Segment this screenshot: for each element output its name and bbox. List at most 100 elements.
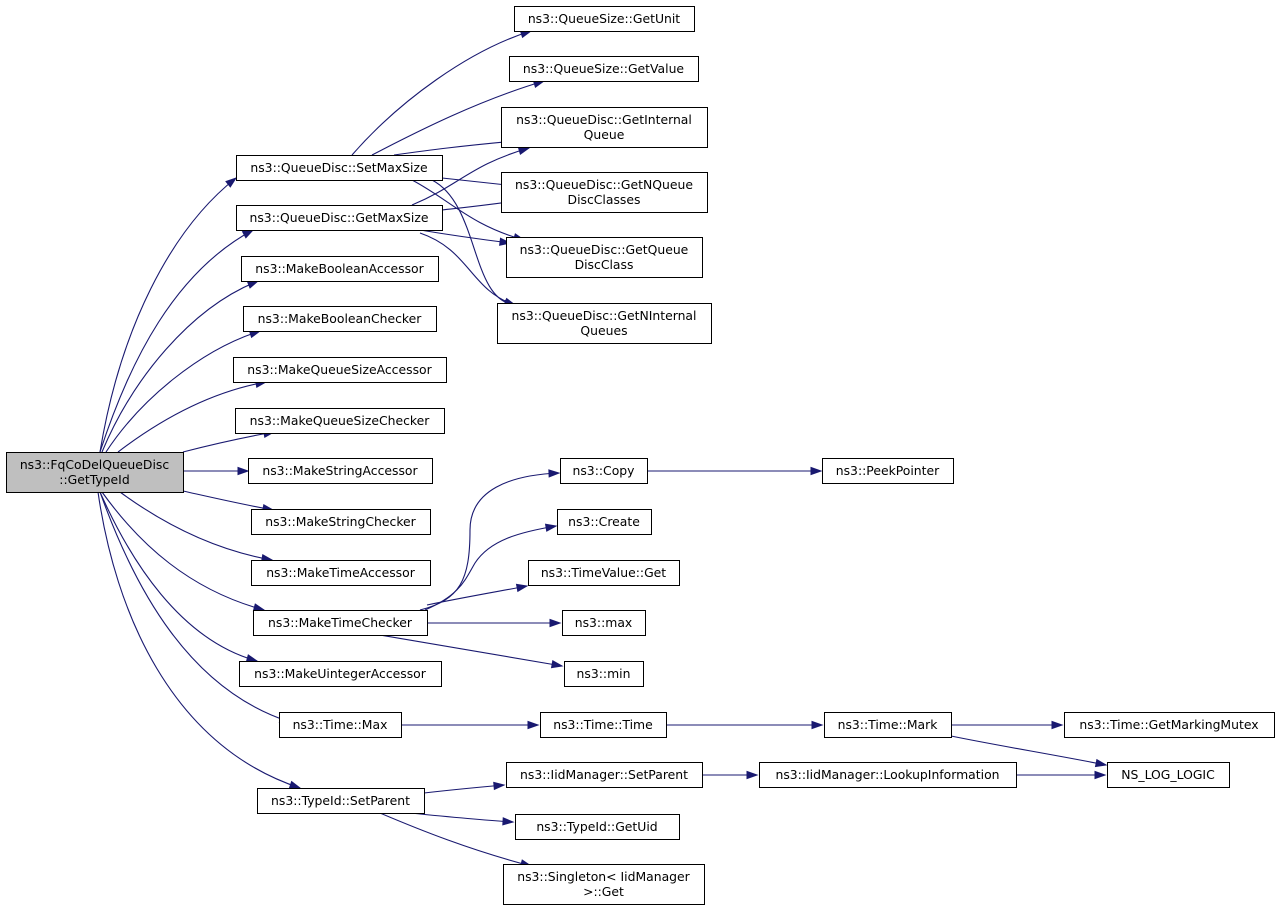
node-timemax[interactable]: ns3::Time::Max: [279, 712, 402, 738]
edge-line: [411, 147, 530, 206]
node-label: ns3::IidManager::LookupInformation: [775, 767, 999, 782]
node-getunit[interactable]: ns3::QueueSize::GetUnit: [514, 6, 695, 32]
node-lookupinfo[interactable]: ns3::IidManager::LookupInformation: [759, 762, 1017, 788]
node-box: [251, 560, 431, 586]
arrowhead-icon: [237, 466, 250, 476]
node-label: ::GetTypeId: [59, 472, 129, 487]
node-getuid[interactable]: ns3::TypeId::GetUid: [515, 814, 680, 840]
node-label: ns3::Time::Time: [553, 717, 653, 732]
node-getvalue[interactable]: ns3::QueueSize::GetValue: [509, 56, 699, 82]
node-label: ns3::Time::Max: [293, 717, 388, 732]
node-copy[interactable]: ns3::Copy: [560, 458, 648, 484]
node-box: [759, 762, 1017, 788]
node-mkstrchk[interactable]: ns3::MakeStringChecker: [251, 509, 431, 535]
node-label: ns3::MakeTimeAccessor: [266, 565, 416, 580]
arrowhead-icon: [225, 177, 238, 188]
node-mkqschk[interactable]: ns3::MakeQueueSizeChecker: [235, 408, 445, 434]
node-timevalueget[interactable]: ns3::TimeValue::Get: [528, 560, 680, 586]
edge-line: [379, 634, 563, 667]
node-box: [257, 788, 425, 814]
node-label: ns3::TypeId::SetParent: [271, 793, 410, 808]
node-label: ns3::QueueDisc::GetInternal: [516, 112, 692, 127]
node-create[interactable]: ns3::Create: [557, 509, 652, 535]
node-singletonget[interactable]: ns3::Singleton< IidManager>::Get: [503, 864, 705, 905]
node-nslog[interactable]: NS_LOG_LOGIC: [1107, 762, 1230, 788]
edge-line: [182, 490, 274, 511]
node-min[interactable]: ns3::min: [564, 661, 644, 687]
edge-line: [371, 80, 545, 156]
node-mkboolchk[interactable]: ns3::MakeBooleanChecker: [243, 306, 437, 332]
node-box: [497, 303, 712, 344]
node-label: ns3::MakeStringChecker: [265, 514, 416, 529]
node-box: [562, 610, 646, 636]
node-setmaxsize[interactable]: ns3::QueueDisc::SetMaxSize: [236, 155, 443, 181]
node-label: Queue: [584, 127, 625, 142]
node-box: [1064, 712, 1275, 738]
node-root[interactable]: ns3::FqCoDelQueueDisc::GetTypeId: [6, 452, 184, 493]
arrowhead-icon: [502, 817, 515, 826]
node-timetime[interactable]: ns3::Time::Time: [540, 712, 667, 738]
edge-mktimechk-to-min: [379, 634, 564, 669]
node-label: ns3::QueueSize::GetValue: [523, 61, 684, 76]
node-timemark[interactable]: ns3::Time::Mark: [824, 712, 952, 738]
node-box: [503, 864, 705, 905]
arrowhead-icon: [493, 781, 506, 791]
node-label: ns3::TimeValue::Get: [541, 565, 666, 580]
edge-line: [101, 280, 259, 453]
edge-setparent-to-iidsetparent: [423, 781, 506, 794]
edge-root-to-mkstrchk: [182, 490, 275, 513]
edge-timemark-to-getmarkingmutex: [951, 720, 1064, 730]
arrowhead-icon: [550, 660, 564, 669]
node-box: [514, 6, 695, 32]
edge-line: [419, 232, 516, 306]
node-mkboolacc[interactable]: ns3::MakeBooleanAccessor: [241, 256, 439, 282]
edge-line: [97, 491, 301, 789]
edge-setparent-to-getuid: [409, 812, 515, 826]
node-label: ns3::MakeQueueSizeChecker: [250, 413, 431, 428]
call-nodes: ns3::FqCoDelQueueDisc::GetTypeId ns3::Que…: [6, 6, 1275, 905]
node-mkstracc[interactable]: ns3::MakeStringAccessor: [248, 458, 433, 484]
node-box: [506, 237, 703, 278]
node-label: ns3::MakeQueueSizeAccessor: [247, 362, 432, 377]
edge-root-to-setmaxsize: [99, 177, 238, 453]
node-box: [279, 712, 402, 738]
node-getmaxsize[interactable]: ns3::QueueDisc::GetMaxSize: [236, 205, 443, 231]
arrowhead-icon: [517, 146, 531, 155]
arrowhead-icon: [245, 654, 259, 663]
edge-iidsetparent-to-lookupinfo: [702, 770, 759, 780]
arrowhead-icon: [241, 229, 255, 239]
node-mkuintacc[interactable]: ns3::MakeUintegerAccessor: [239, 661, 442, 687]
node-label: DiscClasses: [568, 192, 641, 207]
node-mktimechk[interactable]: ns3::MakeTimeChecker: [253, 610, 428, 636]
edge-line: [426, 585, 528, 606]
node-getmarkingmutex[interactable]: ns3::Time::GetMarkingMutex: [1064, 712, 1275, 738]
edge-root-to-mkstracc: [183, 466, 250, 476]
node-label: ns3::Time::Mark: [838, 717, 939, 732]
node-iidsetparent[interactable]: ns3::IidManager::SetParent: [506, 762, 703, 788]
node-box: [506, 762, 703, 788]
edge-getmaxsize-to-getqdc: [419, 229, 512, 246]
node-label: ns3::QueueDisc::GetQueue: [520, 242, 689, 257]
arrowhead-icon: [1094, 770, 1107, 780]
arrowhead-icon: [544, 523, 558, 532]
arrowhead-icon: [1094, 758, 1108, 768]
node-mktimeacc[interactable]: ns3::MakeTimeAccessor: [251, 560, 431, 586]
node-label: ns3::Copy: [573, 463, 635, 478]
edge-mktimechk-to-create: [424, 523, 558, 611]
node-setparent[interactable]: ns3::TypeId::SetParent: [257, 788, 425, 814]
node-peekpointer[interactable]: ns3::PeekPointer: [822, 458, 954, 484]
node-box: [251, 509, 431, 535]
node-mkqsacc[interactable]: ns3::MakeQueueSizeAccessor: [233, 357, 447, 383]
arrowhead-icon: [252, 603, 266, 612]
node-max[interactable]: ns3::max: [562, 610, 646, 636]
edge-setmaxsize-to-getvalue: [371, 79, 546, 156]
node-label: ns3::PeekPointer: [836, 463, 940, 478]
edge-timetime-to-timemark: [666, 720, 824, 730]
edge-root-to-getmaxsize: [99, 229, 255, 453]
node-label: ns3::min: [577, 666, 631, 681]
